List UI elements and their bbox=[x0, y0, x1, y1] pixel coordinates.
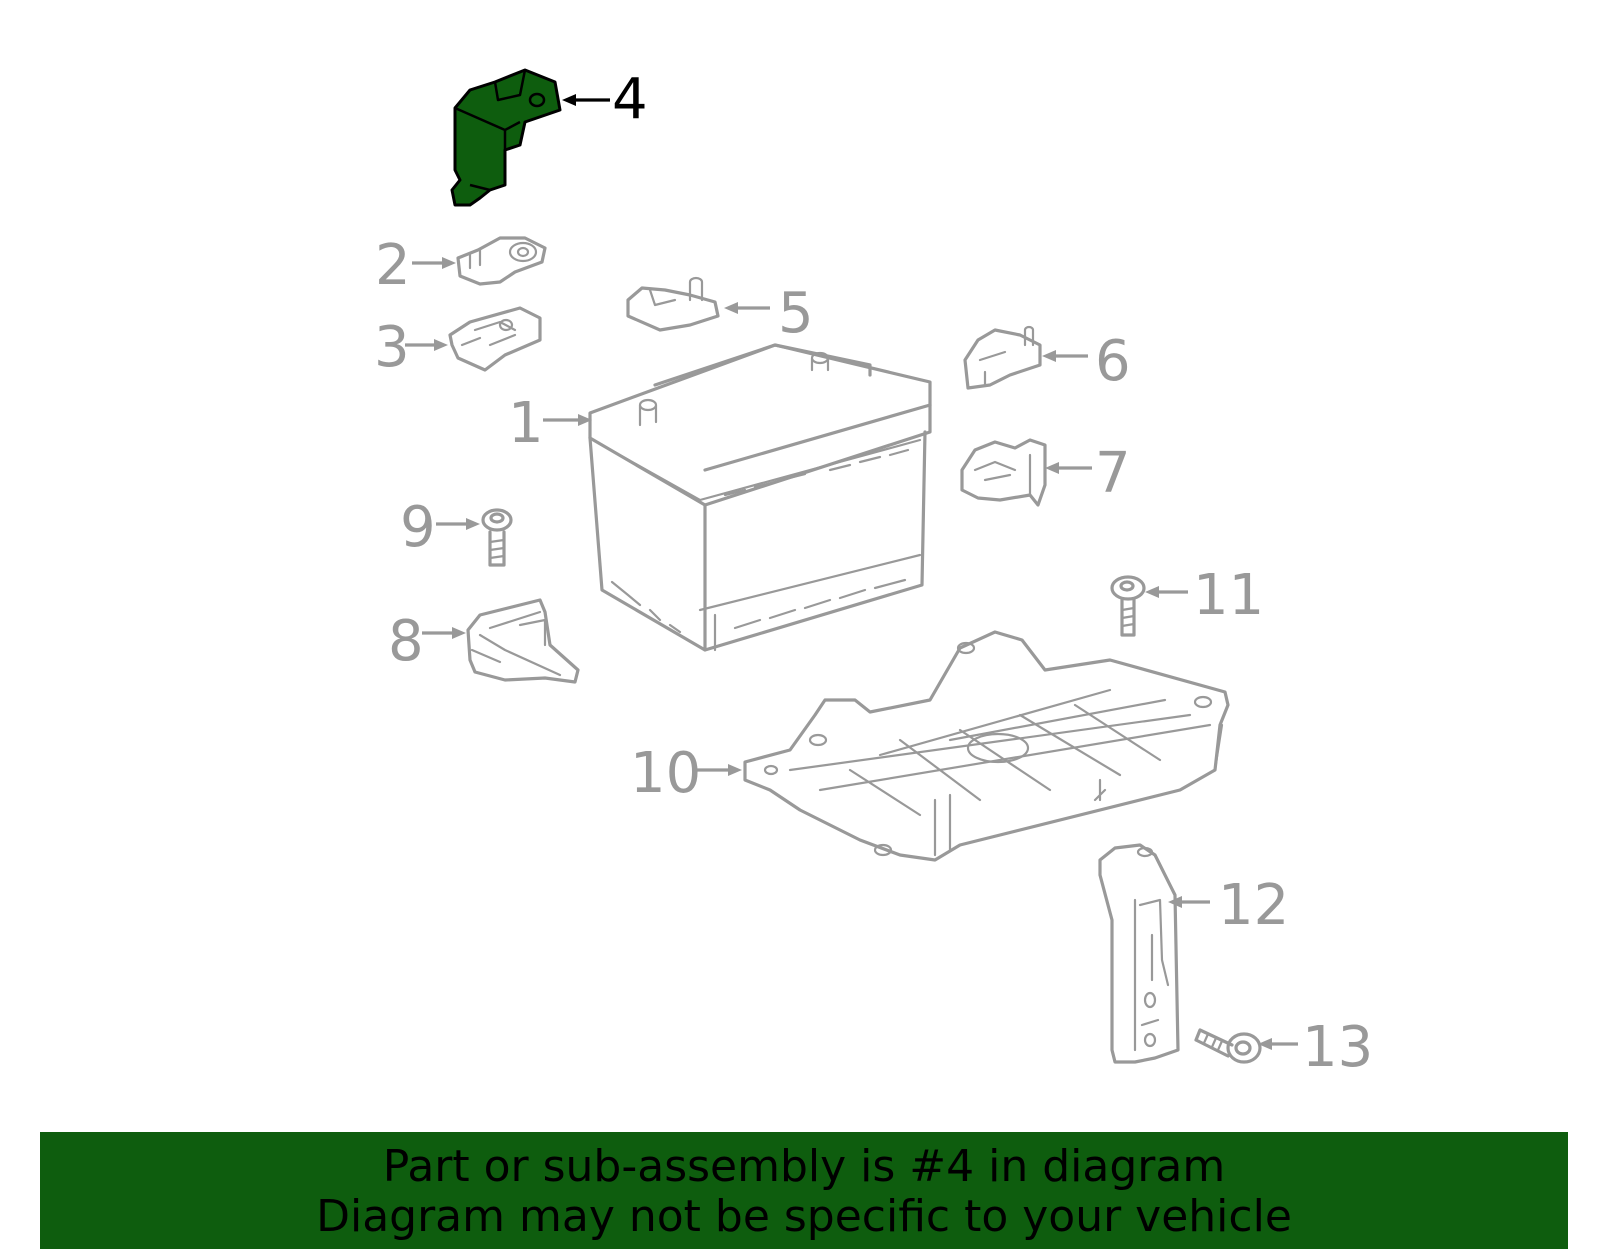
callout-6[interactable]: 6 bbox=[1095, 329, 1131, 394]
part-7-shape[interactable] bbox=[960, 438, 1047, 507]
callout-arrowhead-7 bbox=[1045, 462, 1059, 474]
callout-7[interactable]: 7 bbox=[1095, 441, 1131, 506]
callout-arrowhead-8 bbox=[452, 627, 466, 639]
part-1-shape[interactable] bbox=[588, 343, 932, 652]
info-banner: Part or sub-assembly is #4 in diagram Di… bbox=[40, 1132, 1568, 1249]
part-12-shape[interactable] bbox=[1098, 843, 1180, 1064]
callout-arrowhead-13 bbox=[1258, 1038, 1272, 1050]
callout-arrowhead-1 bbox=[578, 414, 592, 426]
callout-8[interactable]: 8 bbox=[388, 609, 424, 674]
callout-arrowhead-2 bbox=[442, 257, 456, 269]
part-3-shape[interactable] bbox=[448, 306, 542, 372]
callout-4[interactable]: 4 bbox=[612, 67, 648, 132]
part-10-shape[interactable] bbox=[743, 630, 1230, 862]
callout-arrowhead-12 bbox=[1168, 896, 1182, 908]
part-8-shape[interactable] bbox=[466, 598, 580, 684]
part-9-shape[interactable] bbox=[481, 508, 513, 567]
callout-12[interactable]: 12 bbox=[1218, 873, 1289, 938]
callout-arrowhead-6 bbox=[1042, 350, 1056, 362]
callout-11[interactable]: 11 bbox=[1193, 563, 1264, 628]
callout-arrowhead-9 bbox=[466, 518, 480, 530]
banner-line-2: Diagram may not be specific to your vehi… bbox=[316, 1191, 1292, 1242]
callout-1[interactable]: 1 bbox=[508, 391, 544, 456]
part-2-shape[interactable] bbox=[456, 236, 547, 286]
banner-line-1: Part or sub-assembly is #4 in diagram bbox=[382, 1141, 1226, 1192]
callout-arrowhead-11 bbox=[1145, 586, 1159, 598]
part-4-shape[interactable] bbox=[450, 68, 562, 207]
callout-arrowhead-3 bbox=[434, 339, 448, 351]
callout-arrowhead-10 bbox=[728, 764, 742, 776]
callout-3[interactable]: 3 bbox=[374, 315, 410, 380]
callout-arrowhead-4 bbox=[562, 94, 576, 106]
callout-arrowhead-5 bbox=[724, 302, 738, 314]
part-13-shape[interactable] bbox=[1194, 1028, 1262, 1064]
part-6-shape[interactable] bbox=[963, 325, 1042, 390]
callout-13[interactable]: 13 bbox=[1302, 1015, 1373, 1080]
callout-5[interactable]: 5 bbox=[778, 281, 814, 346]
part-5-shape[interactable] bbox=[626, 276, 720, 332]
callout-2[interactable]: 2 bbox=[375, 233, 411, 298]
part-11-shape[interactable] bbox=[1110, 575, 1146, 637]
callout-10[interactable]: 10 bbox=[630, 741, 701, 806]
callout-9[interactable]: 9 bbox=[400, 495, 436, 560]
